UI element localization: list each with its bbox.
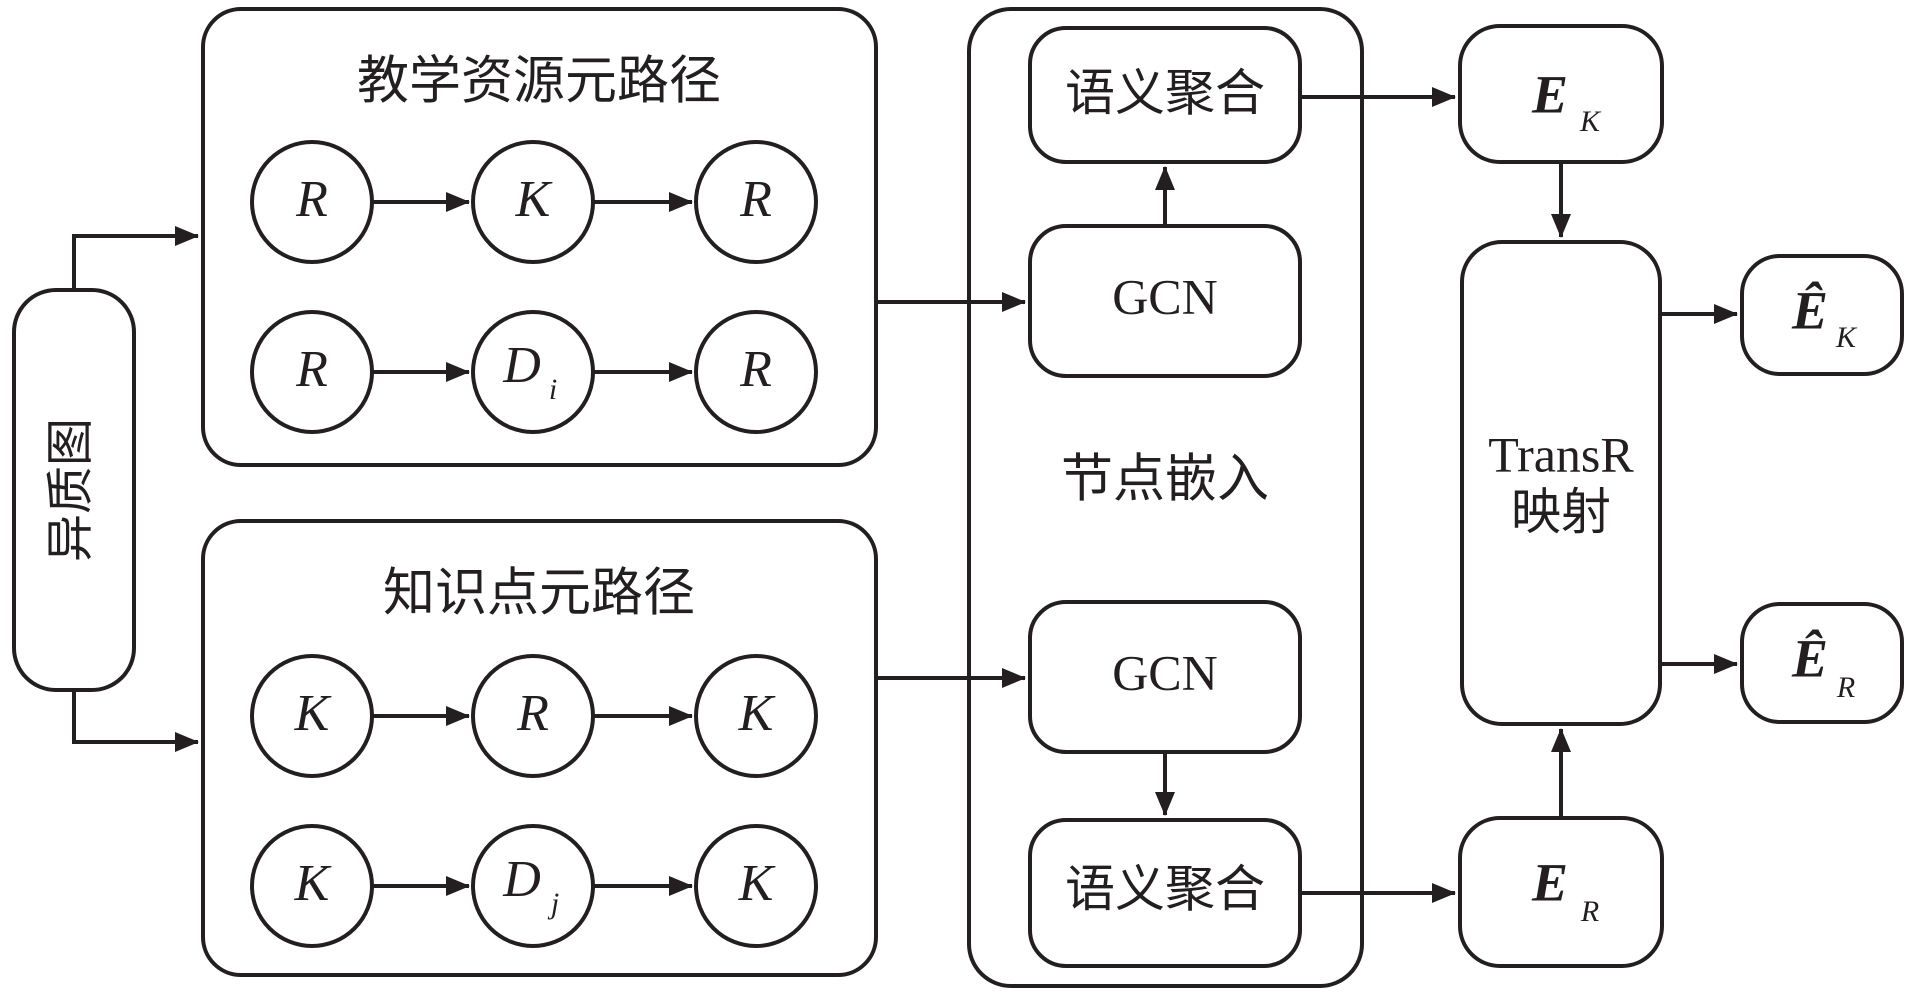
node-di-subscript: i [549,373,557,406]
ek-box: E K [1458,24,1664,164]
ek-subscript: K [1579,105,1602,138]
node-k1-label: K [515,171,553,228]
node-r4-label: R [739,341,772,398]
ek-hat-label: Ê [1791,280,1828,340]
node-di-label: D [502,337,541,394]
gcn-bottom-label: GCN [1112,644,1218,700]
er-label: E [1531,852,1568,912]
transr-box: TransR 映射 [1460,240,1662,726]
heterogeneous-graph-box: 异质图 [12,288,136,692]
resource-meta-path-title: 教学资源元路径 [357,52,721,112]
resource-meta-path-box: 教学资源元路径 R K R R D i R [201,7,878,467]
er-hat-subscript: R [1836,671,1855,704]
er-hat-label: Ê [1791,628,1828,688]
node-k5-label: K [738,855,776,912]
edge-graph-to-resource [72,226,199,290]
knowledge-meta-path-box: 知识点元路径 K R K K D j K [201,519,878,977]
er-box: E R [1458,816,1664,968]
edge-graph-to-knowledge [72,690,199,752]
node-r1-label: R [295,171,328,228]
node-embedding-box: 节点嵌入 语义聚合 GCN GCN 语义聚合 [967,7,1364,988]
node-r3-label: R [295,341,328,398]
semantic-aggregation-bottom-label: 语义聚合 [1065,860,1265,918]
node-embedding-label: 节点嵌入 [1061,450,1269,510]
ek-hat-subscript: K [1835,321,1858,354]
ek-hat-box: Ê K [1740,254,1904,376]
node-k5 [694,824,818,948]
node-dj-label: D [502,851,541,908]
node-k3-label: K [738,685,776,742]
transr-label-line1: TransR [1488,426,1634,482]
node-r2-label: R [739,171,772,228]
node-k3 [694,654,818,778]
er-subscript: R [1580,895,1599,928]
transr-label-line2: 映射 [1511,483,1611,541]
node-r2 [694,140,818,264]
er-hat-box: Ê R [1740,602,1904,724]
ek-label: E [1531,64,1568,124]
semantic-aggregation-top-label: 语义聚合 [1065,64,1265,122]
heterogeneous-graph-label: 异质图 [43,418,99,562]
knowledge-meta-path-title: 知识点元路径 [383,564,695,624]
node-r5-label: R [516,685,549,742]
gcn-top-label: GCN [1112,268,1218,324]
node-k2-label: K [294,685,332,742]
node-dj-subscript: j [547,887,559,920]
node-r4 [694,310,818,434]
node-k4-label: K [294,855,332,912]
